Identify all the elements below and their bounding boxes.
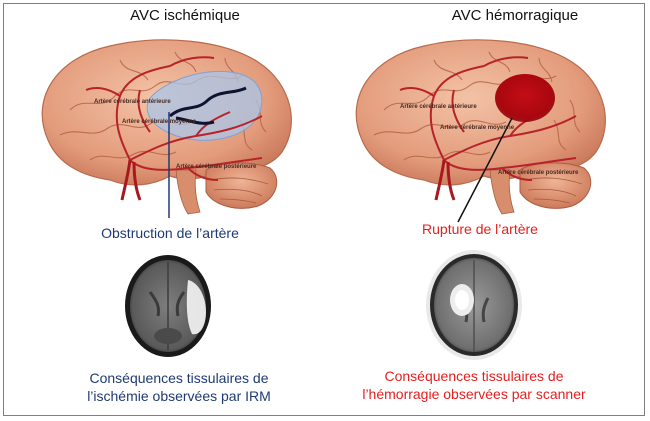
right-label-middle: Artère cérébrale moyenne <box>440 125 515 131</box>
ischemic-consequence-line1: Conséquences tissulaires de <box>89 370 269 386</box>
right-label-posterior: Artère cérébrale postérieure <box>498 170 579 176</box>
ischemic-brain-illustration <box>41 39 292 218</box>
left-label-anterior: Artère cérébrale antérieure <box>94 99 171 105</box>
ischemic-consequence: Conséquences tissulaires de l’ischémie o… <box>29 369 329 405</box>
hemorrhagic-caption: Rupture de l’artère <box>422 221 538 237</box>
ischemic-title: AVC ischémique <box>130 7 240 24</box>
hemorrhagic-consequence-line1: Conséquences tissulaires de <box>384 368 564 384</box>
hemorrhagic-title: AVC hémorragique <box>451 7 579 24</box>
hemorrhagic-brain-illustration <box>355 39 606 223</box>
hemorrhagic-consequence: Conséquences tissulaires de l’hémorragie… <box>324 367 624 403</box>
left-label-middle: Artère cérébrale moyenne <box>122 119 197 125</box>
right-label-anterior: Artère cérébrale antérieure <box>400 104 477 110</box>
hemorrhagic-consequence-line2: l’hémorragie observées par scanner <box>362 386 586 402</box>
ischemic-caption: Obstruction de l’artère <box>101 225 239 241</box>
left-label-posterior: Artère cérébrale postérieure <box>176 164 257 170</box>
ischemic-mri-scan <box>125 255 230 360</box>
ischemic-consequence-line2: l’ischémie observées par IRM <box>87 388 271 404</box>
hemorrhagic-ct-scan <box>423 250 528 360</box>
